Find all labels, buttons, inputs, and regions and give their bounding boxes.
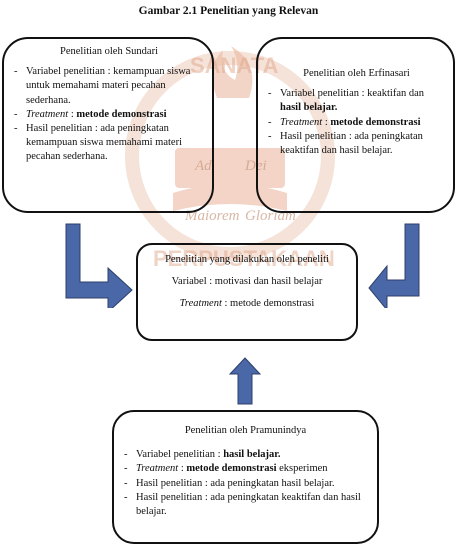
arrow-erfinasari-to-peneliti-icon [368, 223, 420, 308]
watermark-motto-3: Maiorem [184, 208, 240, 224]
research-box-pramunindya: Penelitian oleh Pramunindya Variabel pen… [112, 410, 379, 544]
research-box-sundari: Penelitian oleh Sundari Variabel penelit… [2, 37, 214, 213]
list-item: Treatment : metode demonstrasi eksperime… [122, 462, 369, 476]
list-item: Hasil penelitian : ada peningkatan kemam… [12, 122, 206, 165]
variabel-text: Variabel : motivasi dan hasil belajar [171, 276, 323, 288]
list-item: Treatment : metode demonstrasi [266, 116, 447, 130]
list-item: Hasil penelitian : ada peningkatan keakt… [122, 491, 369, 519]
box-title: Penelitian oleh Erfinasari [303, 68, 410, 79]
figure-caption: Gambar 2.1 Penelitian yang Relevan [138, 5, 319, 17]
box-title: Penelitian oleh Pramunindya [184, 425, 307, 436]
list-item: Variabel penelitian : hasil belajar. [122, 448, 369, 462]
research-box-peneliti: Penelitian yang dilakukan oleh peneliti … [136, 243, 358, 341]
box-title: Penelitian yang dilakukan oleh peneliti [165, 254, 329, 265]
list-item: Variabel penelitian : keaktifan dan hasi… [266, 87, 447, 115]
box-title: Penelitian oleh Sundari [60, 46, 158, 57]
arrow-pramunindya-to-peneliti-icon [228, 357, 262, 405]
treatment-text: Treatment : metode demonstrasi [179, 298, 315, 310]
list-item: Variabel penelitian : kemampuan siswa un… [12, 65, 206, 108]
list-item: Treatment : metode demonstrasi [12, 108, 206, 122]
list-item: Hasil penelitian : ada peningkatan hasil… [122, 477, 369, 491]
watermark-motto-2: Dei [244, 158, 267, 174]
arrow-sundari-to-peneliti-icon [65, 223, 133, 308]
watermark-bottom-text: PERPUSTAKAAN [153, 246, 335, 271]
list-item: Hasil penelitian : ada peningkatan keakt… [266, 130, 447, 158]
research-box-erfinasari: Penelitian oleh Erfinasari Variabel pene… [256, 37, 455, 213]
